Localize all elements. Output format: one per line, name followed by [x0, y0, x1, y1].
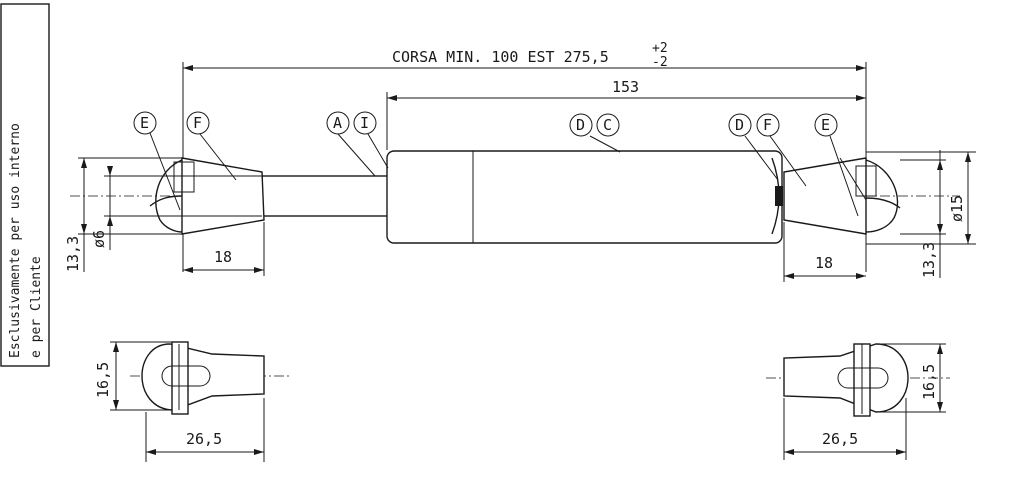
body-length-dimension: 153	[386, 78, 866, 150]
gas-spring-side-view	[149, 150, 901, 244]
left-height-dimension: 13,3	[64, 157, 182, 272]
svg-text:D: D	[735, 116, 744, 134]
right-top-view: 16,5 26,5	[766, 343, 950, 460]
right-end-fitting	[783, 157, 867, 235]
right-height-label: 13,3	[920, 242, 938, 278]
right-bottom-height-label: 16,5	[920, 364, 938, 400]
left-eye-length-label: 18	[214, 248, 232, 266]
callout-E-right: E	[814, 113, 859, 217]
right-eye-length-dimension: 18	[783, 222, 866, 282]
callout-C: C	[589, 113, 621, 153]
body-diameter-dimension: ø15	[866, 151, 976, 245]
right-bottom-width-label: 26,5	[822, 430, 858, 448]
svg-text:F: F	[763, 116, 772, 134]
stroke-tolerance-plus: +2	[652, 41, 668, 56]
left-eye-length-dimension: 18	[183, 222, 265, 276]
svg-text:D: D	[576, 116, 585, 134]
side-note-line2: e per Cliente	[29, 256, 44, 358]
svg-text:F: F	[193, 114, 202, 132]
piston-rod	[261, 175, 391, 217]
left-top-view: 16,5 26,5	[94, 341, 290, 462]
callout-F-right: F	[756, 113, 807, 187]
callout-F-left: F	[186, 111, 237, 181]
stroke-tolerance-minus: -2	[652, 55, 668, 70]
left-bottom-height-label: 16,5	[94, 362, 112, 398]
svg-text:E: E	[821, 116, 830, 134]
left-height-label: 13,3	[64, 236, 82, 272]
left-end-fitting	[181, 157, 265, 235]
svg-text:A: A	[333, 114, 342, 132]
stroke-dimension-label: CORSA MIN. 100 EST 275,5	[392, 48, 609, 66]
stroke-dimension: CORSA MIN. 100 EST 275,5 +2 -2	[182, 41, 867, 272]
rod-diameter-dimension: ø6	[90, 166, 262, 250]
right-eye-length-label: 18	[815, 254, 833, 272]
side-note-box: Esclusivamente per uso interno e per Cli…	[0, 3, 50, 367]
body-diameter-label: ø15	[948, 195, 966, 222]
svg-text:E: E	[140, 114, 149, 132]
rod-diameter-label: ø6	[90, 230, 108, 248]
callout-D-center: D	[569, 113, 593, 137]
body-length-label: 153	[612, 78, 639, 96]
right-height-dimension: 13,3	[900, 150, 946, 278]
callout-E-left: E	[133, 111, 181, 211]
svg-text:C: C	[603, 116, 612, 134]
cylinder-body	[386, 150, 783, 244]
callout-A: A	[326, 111, 376, 177]
callout-D-right: D	[728, 113, 779, 181]
callout-I: I	[353, 111, 389, 169]
svg-text:I: I	[360, 114, 369, 132]
left-bottom-width-label: 26,5	[186, 430, 222, 448]
side-note-line1: Esclusivamente per uso interno	[8, 123, 23, 358]
